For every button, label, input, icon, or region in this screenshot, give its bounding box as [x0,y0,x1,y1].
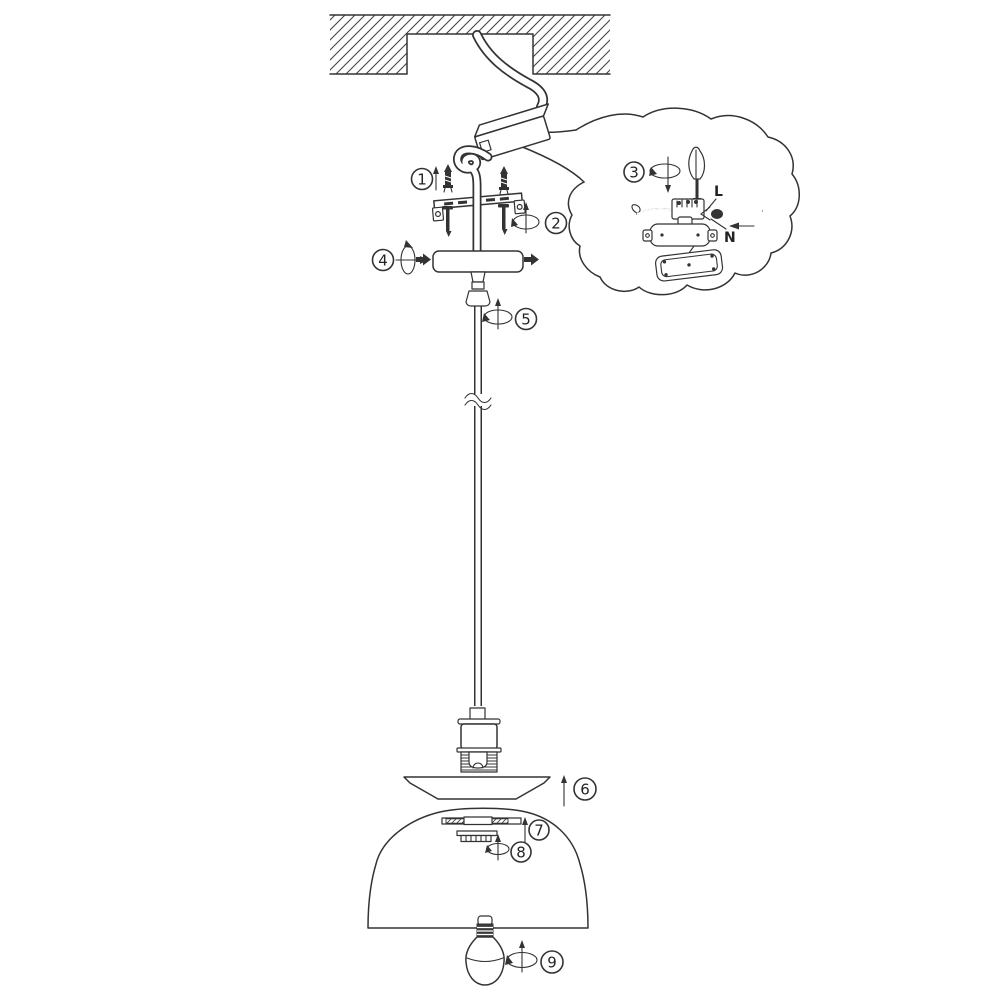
slide-arrow-right-icon [524,253,539,266]
rotate-up-icon [505,940,538,973]
junction-box [473,103,551,161]
canopy [416,250,539,273]
step-8-marker: 8 [485,834,532,863]
mains-wire [700,206,763,221]
step-1-number: 1 [417,171,427,189]
step-3-marker: 3 [623,161,645,183]
ceiling-cable [472,30,549,112]
rotate-up-icon [511,202,540,234]
wiring-detail: 3 [623,146,763,282]
retaining-ring [456,830,498,843]
step-7-marker: 7 [522,817,550,843]
drop-cable [464,298,492,706]
socket-thread [460,751,498,773]
step-2-marker: 2 [511,202,568,235]
ceiling-with-recess [329,14,611,75]
lamp-shade [367,807,589,929]
step-3-number: 3 [629,164,639,182]
step-8-number: 8 [516,844,526,862]
step-7-number: 7 [534,822,544,840]
neutral-label: N [724,230,736,246]
wall-anchor-left [443,164,453,193]
screw-right [498,204,509,235]
shade-bracket [441,816,522,826]
step-9-number: 9 [547,954,557,972]
light-bulb [465,915,505,986]
neutral-label-group: N [710,218,755,246]
step-4-number: 4 [378,252,388,270]
wall-anchor-right [499,166,509,195]
cord-grip [465,271,491,307]
step-6-marker: 6 [561,775,597,807]
step-6-number: 6 [580,781,590,799]
step-5-number: 5 [521,311,531,329]
step-9-marker: 9 [505,940,564,974]
step-2-number: 2 [551,215,561,233]
diffuser-plate [403,776,551,800]
rotate-up-icon [482,298,513,330]
step-1-marker: 1 [410,166,439,191]
cable-knot [453,145,493,257]
live-label-group: L [705,184,723,212]
rotate-down-icon [649,156,681,193]
screw-left [442,206,453,237]
step-5-marker: 5 [482,298,538,331]
rotate-up-icon [485,834,510,861]
screwdriver-icon [688,146,706,206]
terminal-block [631,198,724,282]
live-label: L [714,184,723,200]
step-4-marker: 4 [371,240,428,275]
rotate-right-icon [395,240,428,275]
lamp-socket [456,707,502,773]
